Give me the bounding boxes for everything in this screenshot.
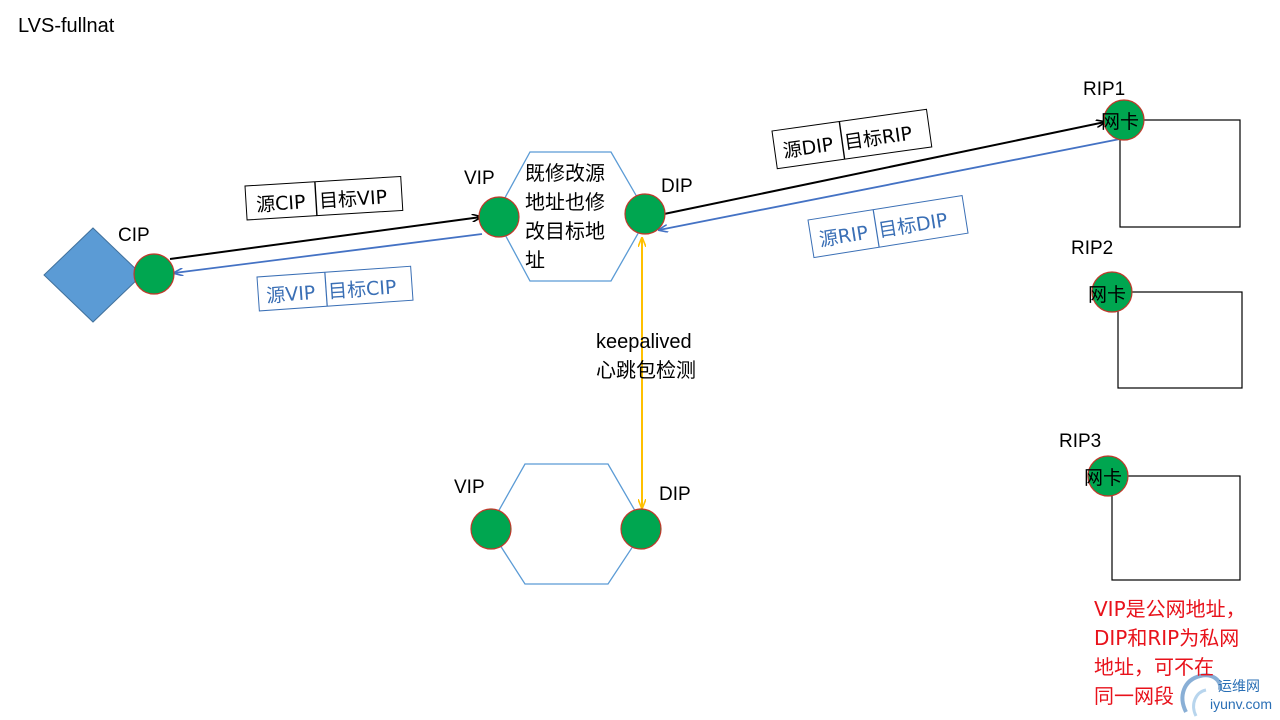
vip-label-standby: VIP [454, 477, 485, 498]
diagram-title: LVS-fullnat [18, 15, 115, 37]
rip2-nic-label: 网卡 [1088, 284, 1126, 306]
dip-node-standby [620, 508, 662, 550]
director-note-line-3: 改目标地 [525, 219, 605, 243]
rip3-nic-label: 网卡 [1084, 467, 1122, 489]
network-note-line-4: 同一网段 [1094, 684, 1174, 708]
packet-src-vip: 源VIP [266, 282, 316, 307]
watermark: 运维网 iyunv.com [1178, 672, 1278, 718]
rip3-label: RIP3 [1059, 431, 1101, 452]
packet-label-dip-to-rip: 源DIP 目标RIP [771, 108, 933, 170]
watermark-line-2: iyunv.com [1210, 696, 1272, 712]
arrow-dip-to-rip1 [663, 122, 1105, 215]
rip3-nic-node [1087, 455, 1129, 497]
network-note-line-2: DIP和RIP为私网 [1094, 626, 1240, 650]
real-server-box-1 [1119, 119, 1241, 228]
rip1-label: RIP1 [1083, 79, 1125, 100]
arrow-cip-to-vip [169, 217, 481, 260]
director-note-line-2: 地址也修 [525, 190, 605, 214]
real-server-box-2 [1117, 291, 1243, 389]
rip2-nic-node [1091, 271, 1133, 313]
heartbeat-label-line-2: 心跳包检测 [596, 358, 696, 382]
rip1-nic-node [1103, 99, 1145, 141]
director-note-line-1: 既修改源 [525, 161, 605, 185]
network-note: VIP是公网地址， DIP和RIP为私网 地址，可不在 同一网段 [1094, 595, 1274, 711]
real-server-box-3 [1111, 475, 1241, 581]
client-diamond [43, 227, 143, 323]
packet-dst-vip: 目标VIP [318, 186, 387, 212]
network-note-line-3: 地址，可不在 [1094, 655, 1214, 679]
arrow-rip1-to-dip [659, 138, 1121, 230]
cip-node [133, 253, 175, 295]
dip-node-active [624, 193, 666, 235]
rip1-nic-label: 网卡 [1101, 111, 1139, 133]
network-note-line-1: VIP是公网地址， [1094, 597, 1246, 621]
packet-label-rip-to-dip: 源RIP 目标DIP [807, 195, 969, 259]
cip-label: CIP [118, 225, 150, 246]
vip-node-standby [470, 508, 512, 550]
director-note-line-4: 址 [525, 248, 545, 272]
rip2-label: RIP2 [1071, 238, 1113, 259]
packet-label-vip-to-cip: 源VIP 目标CIP [256, 265, 414, 312]
dip-label-standby: DIP [659, 484, 691, 505]
packet-dst-cip: 目标CIP [327, 276, 397, 303]
watermark-line-1: 运维网 [1218, 679, 1260, 695]
heartbeat-label-line-1: keepalived [596, 331, 692, 353]
vip-label-active: VIP [464, 168, 495, 189]
packet-label-cip-to-vip: 源CIP 目标VIP [244, 175, 404, 221]
arrow-vip-to-cip [174, 233, 483, 273]
vip-node-active [478, 196, 520, 238]
dip-label-active: DIP [661, 176, 693, 197]
watermark-logo [1180, 673, 1223, 717]
director-note: 既修改源 地址也修 改目标地 址 [525, 161, 605, 272]
packet-src-cip: 源CIP [256, 191, 307, 216]
